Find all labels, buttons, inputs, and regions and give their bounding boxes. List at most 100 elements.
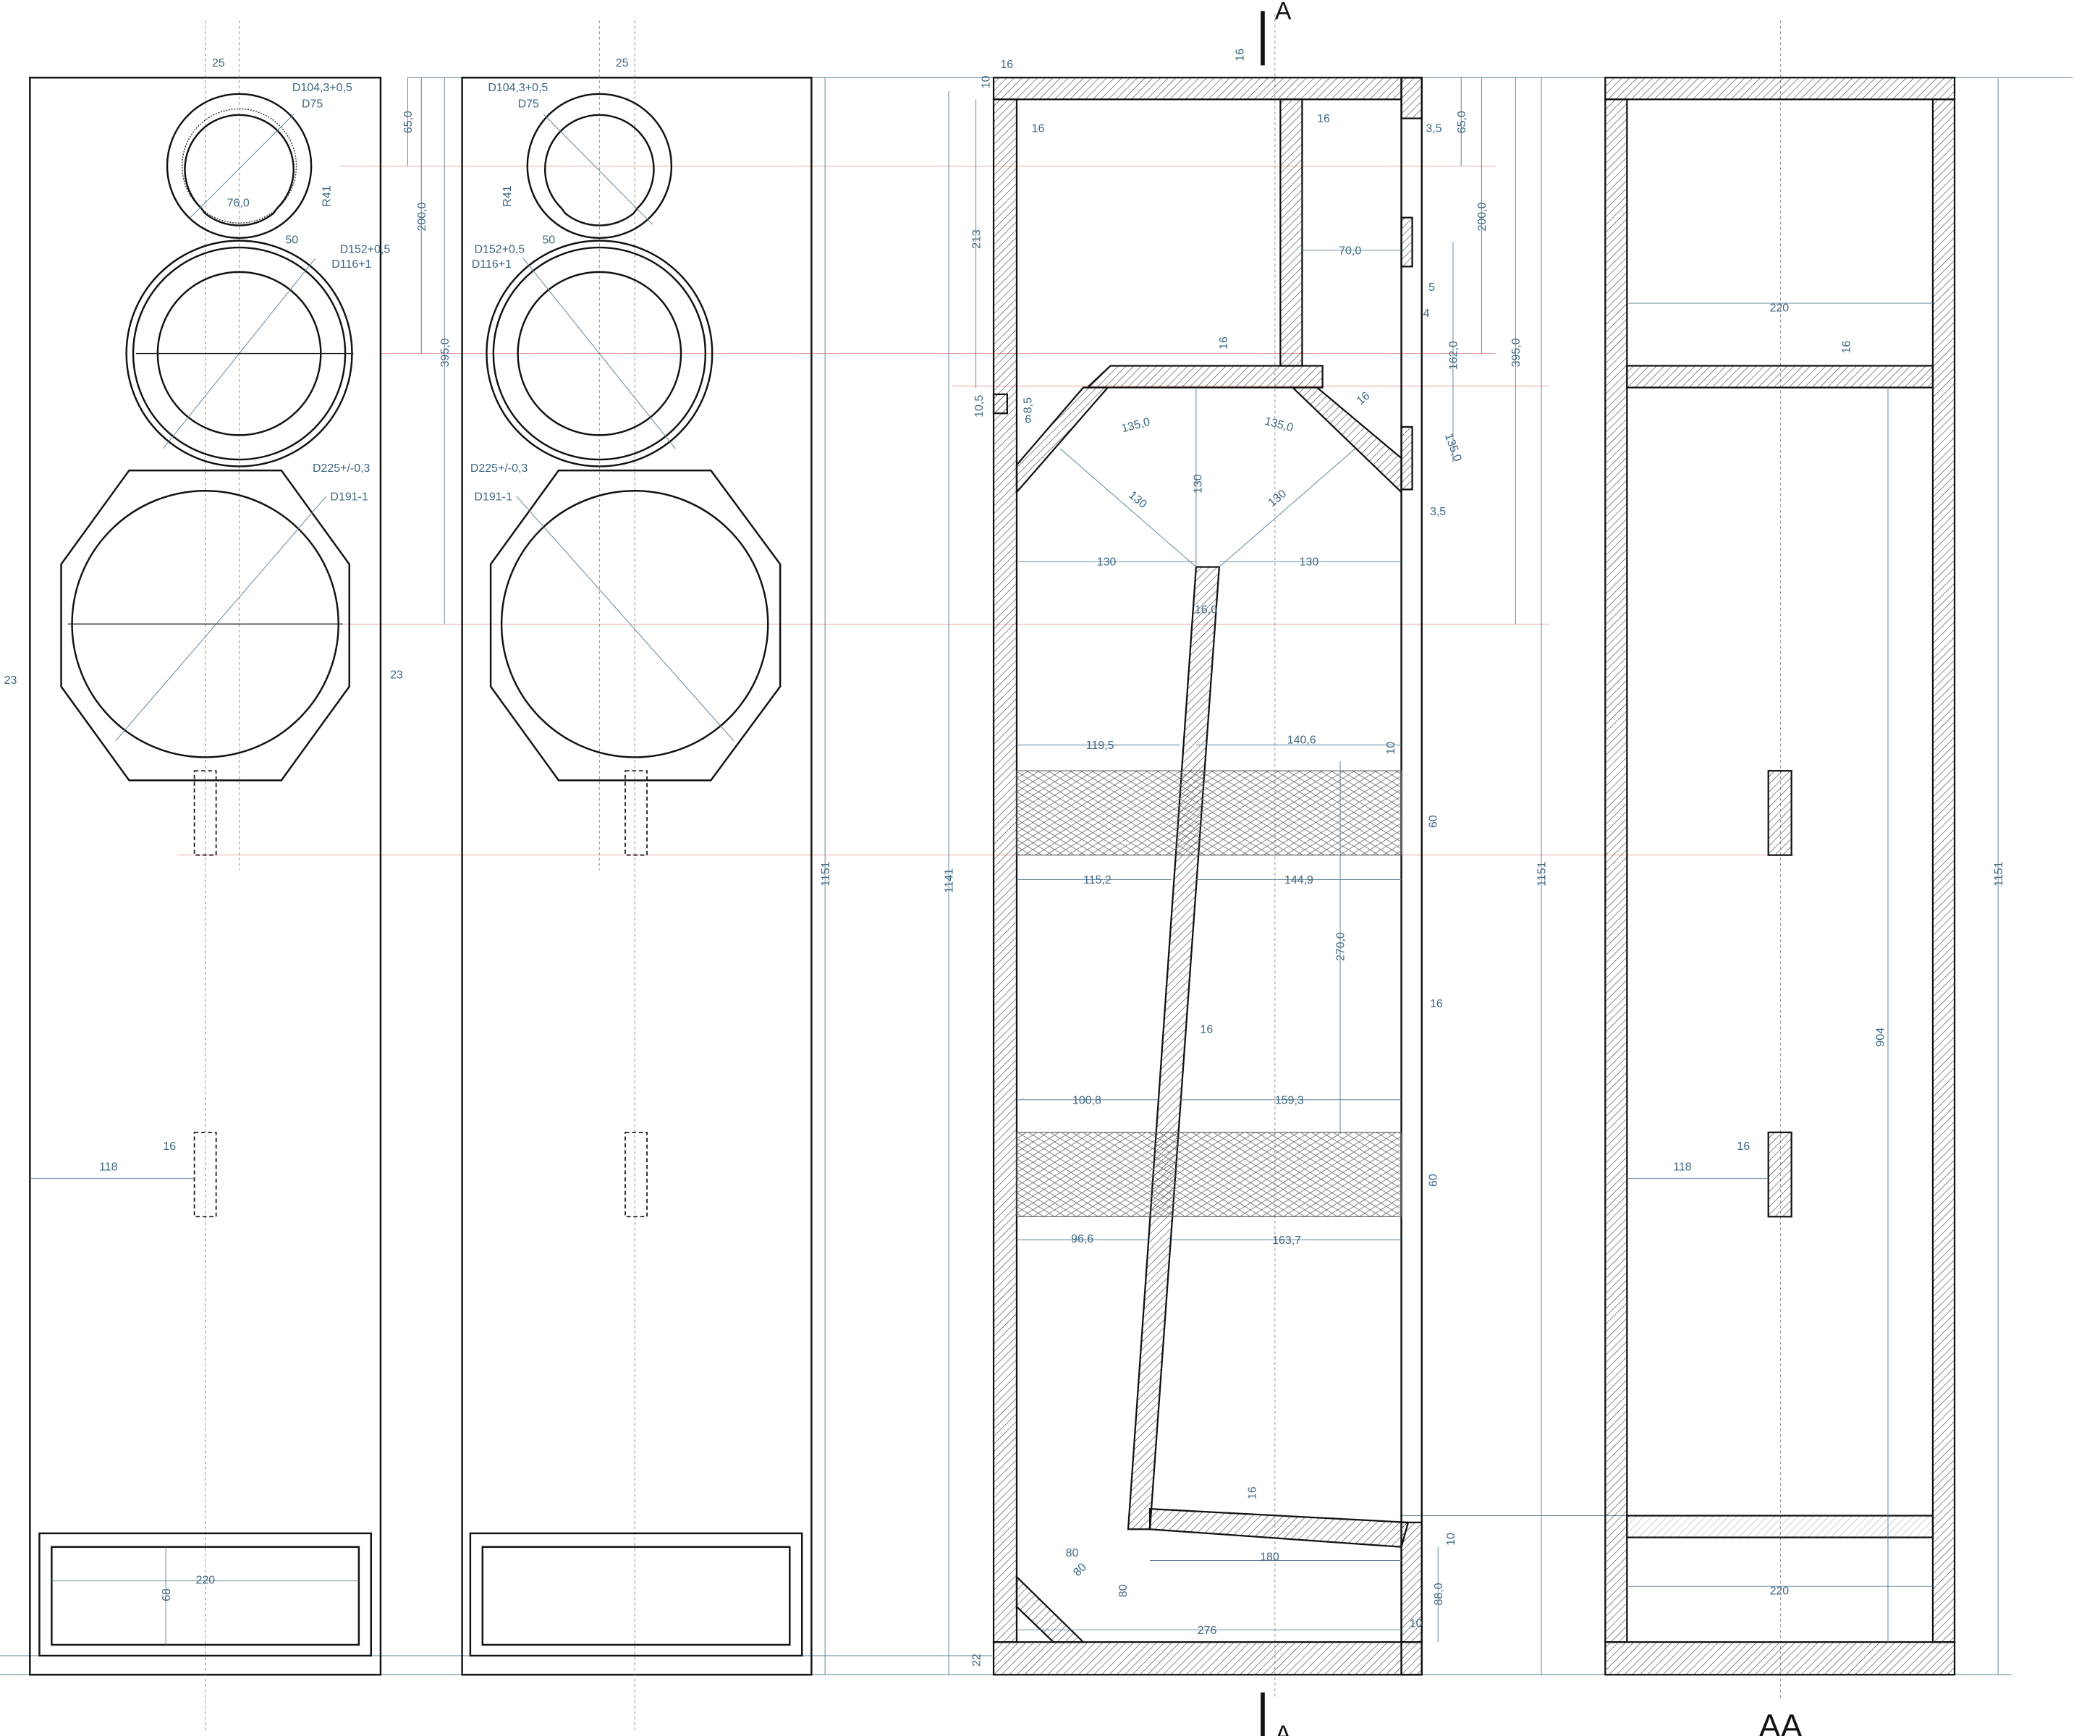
dim-label: D116+1 xyxy=(331,258,371,271)
dim-label: 16 xyxy=(163,1140,176,1153)
dim-label: 10,5 xyxy=(973,395,986,418)
divider-section xyxy=(1767,1131,1792,1218)
dim-label: 6 xyxy=(1025,413,1031,425)
dim-label: 23 xyxy=(390,669,403,681)
dim-label: 16 xyxy=(1000,59,1013,71)
dim-label: 1151 xyxy=(820,861,832,886)
dim-label: 119,5 xyxy=(1086,740,1114,752)
woofer-cutout xyxy=(60,469,350,782)
dim-label: 115,2 xyxy=(1083,874,1112,886)
dim-label: 130 xyxy=(1097,556,1117,569)
dim-label: D104,3+0,5 xyxy=(292,82,352,94)
cut-label: A xyxy=(1275,0,1292,25)
left-brace xyxy=(1015,386,1110,495)
dim-label: 16 xyxy=(1317,113,1330,125)
dim-label: 22 xyxy=(970,1654,983,1667)
dim-label: 213 xyxy=(970,229,983,249)
dowel-hole xyxy=(193,1131,217,1218)
dim-label: 50 xyxy=(285,234,298,246)
dim-label: 200,0 xyxy=(1476,202,1489,231)
dim-label: 96,6 xyxy=(1071,1233,1093,1245)
dim-label: 130 xyxy=(1300,556,1319,569)
dim-label: 10 xyxy=(980,75,992,88)
dim-label: 10 xyxy=(1410,1618,1423,1630)
dim-label: 65,0 xyxy=(402,111,415,133)
front-view-1: 25 D104,3+0,5 D75 R41 76,0 50 D152+0,5 D… xyxy=(4,20,832,1734)
dim-label: 276 xyxy=(1198,1625,1217,1637)
dim-label: 220 xyxy=(195,1574,215,1586)
dim-label: 130 xyxy=(1126,489,1148,511)
dim-label: 1151 xyxy=(1536,861,1549,886)
dim-label: D225+/-0,3 xyxy=(313,462,371,475)
dimension-lines xyxy=(948,77,1542,1675)
dim-label: 80 xyxy=(1066,1547,1079,1559)
dim-label: 159,3 xyxy=(1275,1094,1304,1106)
dim-label: 16 xyxy=(1840,341,1853,354)
dim-label: D104,3+0,5 xyxy=(488,82,548,94)
divider-section xyxy=(1767,770,1792,856)
top-panel xyxy=(992,77,1402,101)
dim-label: 130 xyxy=(1192,474,1204,494)
dim-label: 10 xyxy=(1445,1533,1457,1546)
dim-label: 10 xyxy=(1385,742,1397,755)
dim-label: 16 xyxy=(1201,1024,1214,1036)
dim-label: D225+/-0,3 xyxy=(470,462,528,475)
dim-label: 118 xyxy=(1673,1161,1692,1173)
dim-label: 162,0 xyxy=(1448,341,1460,370)
dim-label: 80 xyxy=(1071,1561,1089,1579)
right-brace xyxy=(1290,386,1402,494)
dim-label: 135,0 xyxy=(1442,432,1464,463)
dim-label: 16 xyxy=(1247,1486,1259,1499)
dim-label: 16 xyxy=(1430,998,1443,1010)
dim-label: 65,0 xyxy=(1456,111,1468,133)
dim-label: 1151 xyxy=(1993,861,2005,886)
dim-label: D75 xyxy=(518,98,539,111)
damping-foam xyxy=(1016,1132,1402,1217)
tweeter-cutout xyxy=(166,93,313,240)
bottom-corner-brace xyxy=(1015,1575,1085,1643)
dim-label: 88,0 xyxy=(1433,1583,1445,1605)
dim-label: 16 xyxy=(1032,122,1045,135)
slanted-divider xyxy=(1127,566,1221,1530)
dim-label: 1141 xyxy=(944,868,956,893)
dim-label: R41 xyxy=(501,185,514,206)
shelf xyxy=(1626,365,1934,389)
dim-label: D116+1 xyxy=(472,258,512,271)
dim-label: 3,5 xyxy=(1426,122,1441,135)
dim-label: 23 xyxy=(4,674,17,687)
dim-label: 144,9 xyxy=(1284,874,1313,886)
dim-label: 200,0 xyxy=(416,202,428,231)
dim-label: D191-1 xyxy=(330,491,368,503)
dim-label: 135,0 xyxy=(1120,416,1151,436)
dim-label: 16 xyxy=(1737,1140,1750,1153)
dim-label: 395,0 xyxy=(1510,338,1523,367)
front-baffle xyxy=(1400,77,1423,1676)
dim-label: 4 xyxy=(1423,308,1430,320)
dim-label: 80 xyxy=(1117,1584,1130,1597)
dim-label: 135,0 xyxy=(1263,415,1295,435)
bottom-slanted-panel xyxy=(1148,1507,1410,1548)
left-wall xyxy=(992,98,1018,1643)
dim-label: 163,7 xyxy=(1272,1235,1301,1247)
dim-label: 16 xyxy=(1235,48,1247,62)
damping-foam xyxy=(1016,770,1402,856)
dim-label: 130 xyxy=(1266,488,1289,509)
dim-label: 270,0 xyxy=(1335,932,1347,961)
dim-label: 118 xyxy=(99,1161,118,1173)
dim-label: 220 xyxy=(1770,1585,1790,1597)
dim-label: 904 xyxy=(1874,1028,1887,1047)
reference-lines xyxy=(0,77,2073,1675)
dim-label: D75 xyxy=(302,98,323,111)
dim-label: R41 xyxy=(321,185,333,206)
vertical-partition xyxy=(1279,98,1303,367)
dim-label: 3,5 xyxy=(1430,506,1446,518)
shelf xyxy=(1085,365,1324,389)
dim-label: D191-1 xyxy=(475,491,512,503)
front-view-2: 25 D104,3+0,5 D75 R41 50 D152+0,5 D116+1… xyxy=(461,20,813,1734)
section-view: A A xyxy=(944,0,1549,1736)
dim-label: 60 xyxy=(1427,815,1439,828)
dim-label: 70,0 xyxy=(1339,245,1361,257)
dim-label: 16 xyxy=(1218,336,1230,350)
terminal-plate xyxy=(38,1532,373,1657)
